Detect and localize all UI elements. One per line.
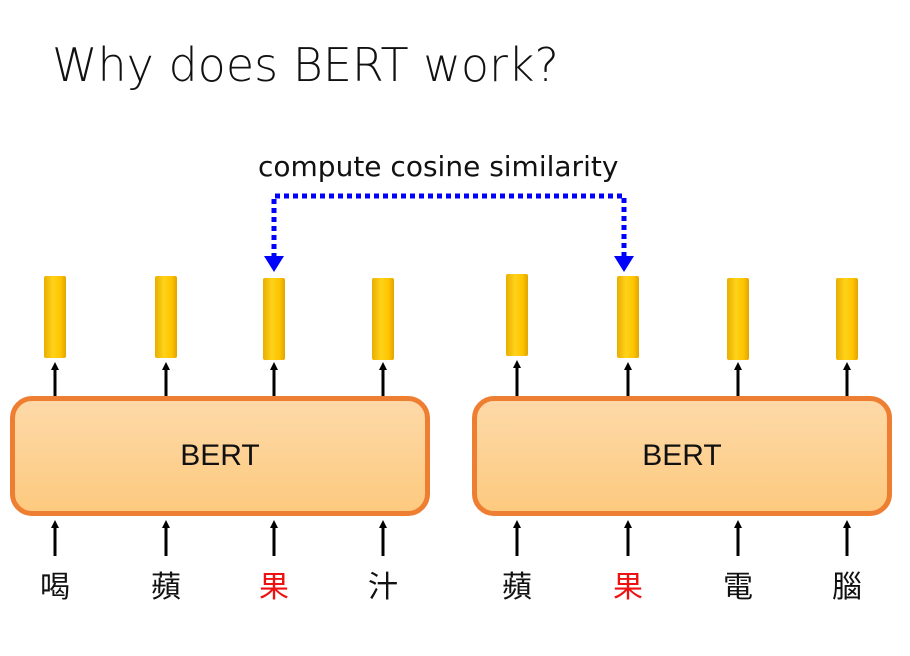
input-token-left-2: 蘋 [151, 570, 181, 605]
input-token-right-2: 果 [613, 570, 643, 605]
output-vector-right-1 [506, 274, 528, 356]
input-token-left-4: 汁 [368, 570, 398, 605]
input-token-left-1: 喝 [40, 570, 70, 605]
output-vector-right-3 [727, 278, 749, 360]
slide-title: Why does BERT work? [52, 38, 559, 92]
bert-box-right: BERT [472, 396, 892, 516]
cosine-bracket-line [271, 193, 627, 258]
bert-box-left: BERT [10, 396, 430, 516]
bert-label-left: BERT [180, 439, 260, 472]
output-vector-right-4 [836, 278, 858, 360]
output-vector-left-3 [263, 278, 285, 360]
output-vector-right-2 [617, 276, 639, 358]
cosine-arrowhead-left [264, 256, 284, 272]
bert-label-right: BERT [642, 439, 722, 472]
input-token-right-3: 電 [723, 570, 753, 605]
input-token-right-1: 蘋 [502, 570, 532, 605]
cosine-similarity-label: compute cosine similarity [258, 150, 619, 183]
output-vector-left-1 [44, 276, 66, 358]
cosine-arrowhead-right [614, 256, 634, 272]
input-token-left-3: 果 [259, 570, 289, 605]
output-vector-left-2 [155, 276, 177, 358]
output-vector-left-4 [372, 278, 394, 360]
input-token-right-4: 腦 [832, 570, 862, 605]
